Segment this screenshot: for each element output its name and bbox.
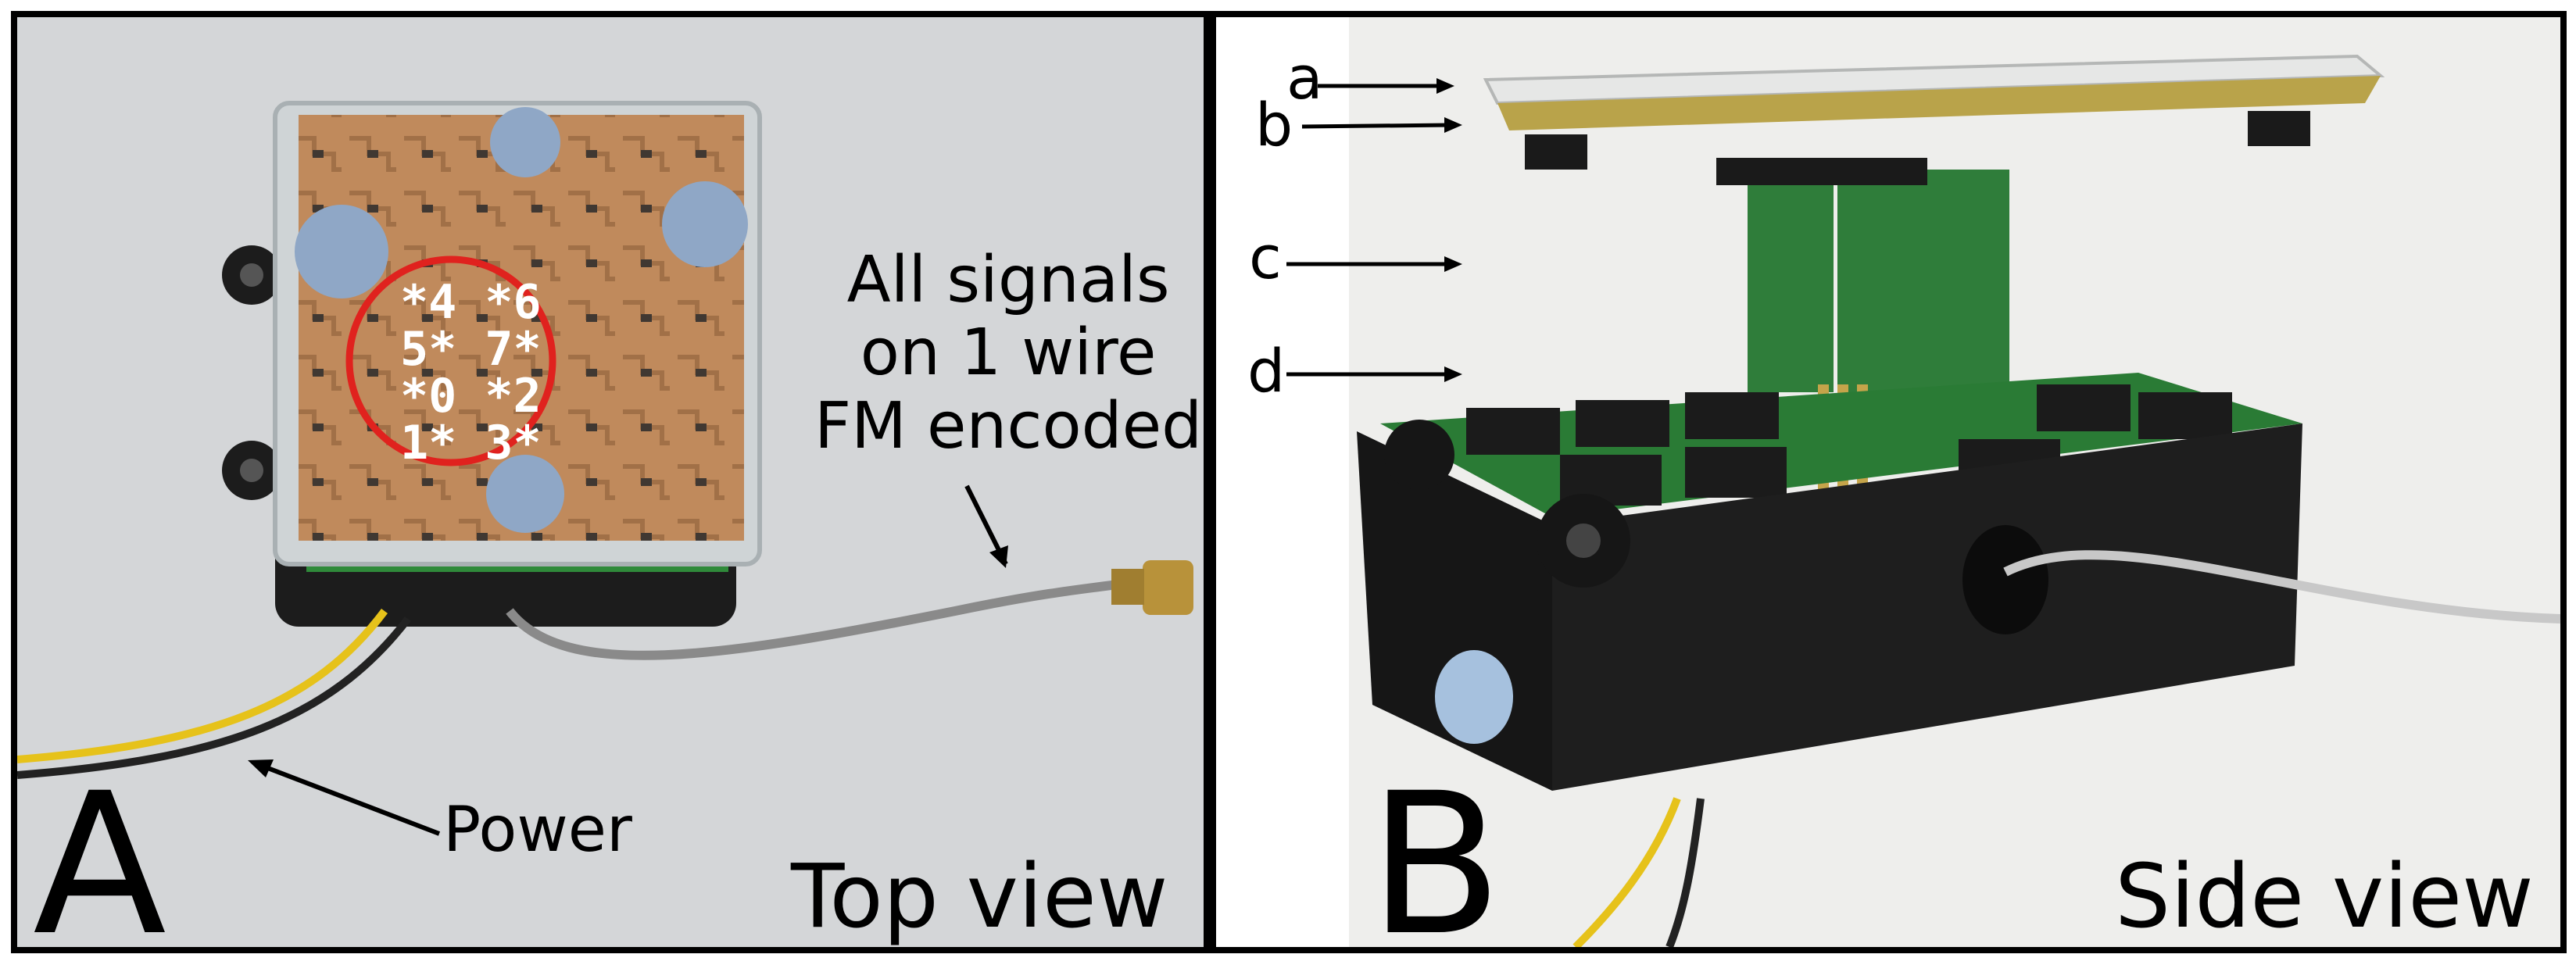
arrow-label-d: d [1247, 336, 1286, 406]
top-view-photo [17, 101, 1193, 836]
panel-letter-b: B [1368, 751, 1503, 953]
pad [486, 455, 564, 533]
side-view-photo [1216, 17, 2560, 947]
sma-connector [1143, 560, 1193, 615]
highlight-ring [345, 256, 556, 466]
power-wire-black [1665, 798, 1705, 947]
arrow-label-b: b [1255, 90, 1293, 159]
signal-note-line: FM encoded [814, 388, 1203, 463]
power-wire-yellow [17, 608, 388, 763]
view-label-top: Top view [791, 846, 1168, 948]
vertical-board [1748, 170, 1834, 392]
vertical-board [1837, 170, 1923, 392]
power-wire-yellow [1572, 797, 1681, 947]
view-label-side: Side view [2115, 846, 2534, 948]
power-label: Power [443, 793, 632, 866]
signal-note: All signals on 1 wire FM encoded [814, 244, 1202, 463]
pad [662, 181, 748, 267]
arrow-label-c: c [1249, 223, 1282, 292]
power-arrow [254, 761, 441, 836]
pin-label-row: 1* 3* [400, 416, 542, 470]
signal-wire [2003, 550, 2560, 624]
pad [1435, 650, 1513, 744]
enclosure [1552, 423, 2302, 791]
pin-label-row: *0 *2 [400, 369, 542, 423]
cable-hole [1962, 525, 2048, 634]
sensor-pcb [1497, 76, 2381, 130]
signal-note-line: on 1 wire [860, 316, 1157, 391]
power-wire-black [17, 616, 411, 779]
arrow-label-a: a [1286, 43, 1323, 113]
panel-side-view: a b c d B Side view [1210, 11, 2567, 953]
pad [295, 205, 388, 298]
panel-letter-a: A [33, 751, 167, 953]
panel-top-view: *4 *6 5* 7* *0 *2 1* 3* All signals on 1… [11, 11, 1210, 953]
pin-label-row: *4 *6 [400, 275, 542, 330]
pin-label-row: 5* 7* [400, 322, 542, 377]
signal-note-line: All signals [846, 243, 1170, 317]
pad [490, 107, 560, 177]
signal-wire [506, 577, 1143, 660]
vertical-board [1923, 170, 2009, 392]
